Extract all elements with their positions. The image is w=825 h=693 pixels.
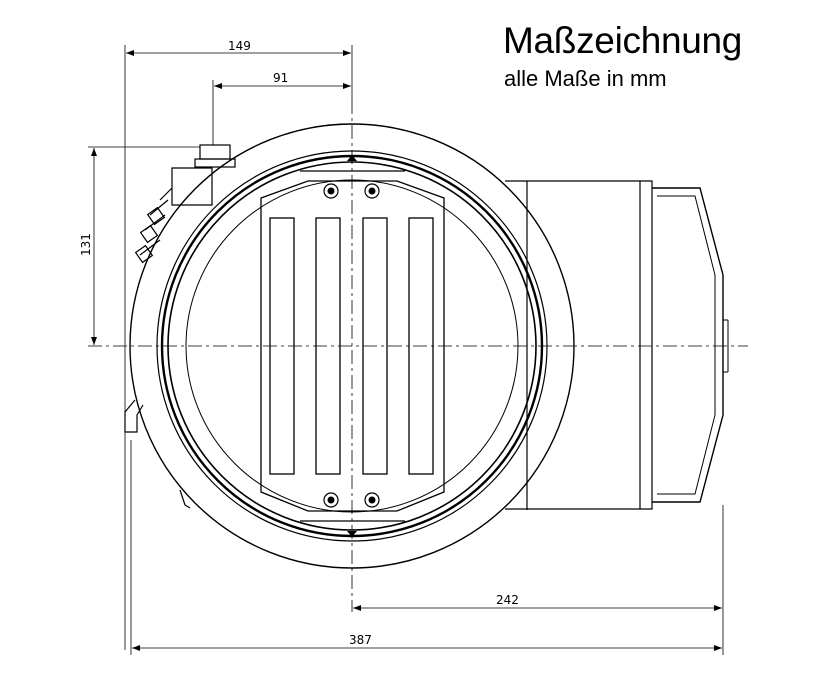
screws <box>323 183 380 508</box>
dimension-91: 91 <box>212 71 351 145</box>
dimension-242: 242 <box>353 505 724 655</box>
left-fittings <box>124 144 236 509</box>
dimension-131: 131 <box>79 146 200 345</box>
dim-387-label: 387 <box>349 633 372 647</box>
drawing-title: Maßzeichnung <box>503 20 743 61</box>
side-housing <box>505 180 729 510</box>
center-lines <box>88 100 748 612</box>
dim-149-label: 149 <box>228 39 251 53</box>
dim-131-label: 131 <box>79 233 93 256</box>
drawing-subtitle: alle Maße in mm <box>504 66 667 91</box>
grille-plate <box>260 170 445 522</box>
dimension-387: 387 <box>130 440 722 655</box>
dimension-149: 149 <box>124 39 353 650</box>
dim-242-label: 242 <box>496 593 519 607</box>
center-markers <box>347 155 357 537</box>
dim-91-label: 91 <box>273 71 288 85</box>
